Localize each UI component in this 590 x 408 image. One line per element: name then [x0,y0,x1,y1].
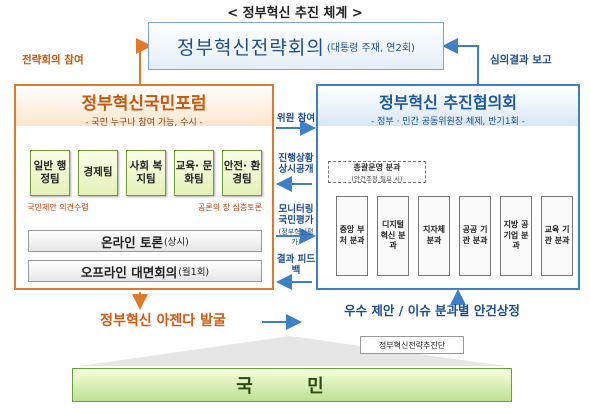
people-triangle [80,336,505,366]
council-header: 정부혁신 추진협의회 - 정부 · 민간 공동위원장 체제, 반기1회 - [318,86,578,127]
label-monitoring-sub: (정부혁신평가) [278,228,314,246]
label-commissioner-participation: 위원 참여 [276,113,316,124]
online-debate-label: 온라인 토론 [101,234,163,250]
team-general-admin: 일반 행정팀 [30,150,70,196]
citizens-bar: 국 민 [72,368,512,402]
offline-meeting-detail: (월1회) [178,267,210,278]
team-economy: 경제팀 [78,150,118,196]
offline-meeting-bar: 오프라인 대면회의 (월1회) [28,260,262,282]
council-name: 정부혁신 추진협의회 [378,93,518,112]
arrow-forum-to-summit [136,38,152,84]
diagram-title: < 정부혁신 추진 체계 > [227,6,363,21]
offline-meeting-label: 오프라인 대면회의 [80,264,178,280]
forum-header: 정부혁신국민포럼 - 국민 누구나 참여 가능, 수시 - [16,86,272,128]
team-social-welfare: 사회 복지팀 [126,150,166,196]
label-monitoring-evaluation: 모니터링 국민평가 [278,204,314,227]
summit-box: 정부혁신전략회의 (대통령 주재, 연2회) [148,22,444,70]
summit-detail: (대통령 주재, 연2회) [326,42,415,54]
strategy-support-team: 정부혁신전략추진단 [360,336,464,354]
subcommittee-education-institutions: 교육 기관 분과 [541,196,573,276]
label-deliberation-report: 심의결과 보고 [490,54,552,66]
subcommittee-digital-innovation: 디지털 혁신 분과 [377,196,409,276]
coordination-subcommittee: 총괄운영 분과 (안건조정 필요 시) [328,161,426,183]
agenda-discovery: 정부혁신 아젠다 발굴 [100,313,226,329]
forum-name: 정부혁신국민포럼 [81,94,207,114]
subcommittee-central-ministries: 중앙 부처 분과 [336,196,368,276]
online-debate-bar: 온라인 토론 (상시) [28,230,262,252]
forum-left-note: 국민제안 의견수렴 [27,203,89,212]
proposal-submission: 우수 제안 / 이슈 분과별 안건상정 [344,303,520,318]
subcommittee-local-public-enterprises: 지방 공기업 분과 [500,196,532,276]
arrow-council-to-summit [442,38,479,84]
team-education-culture: 교육· 문화팀 [174,150,214,196]
forum-slogan: - 국민 누구나 참여 가능, 수시 - [85,118,203,128]
coordination-sub: (안건조정 필요 시) [351,175,403,183]
council-desc: - 정부 · 민간 공동위원장 체제, 반기1회 - [371,117,525,127]
online-debate-detail: (상시) [163,237,189,248]
subcommittee-local-government: 지자체 분과 [418,196,450,276]
label-result-feedback: 결과 피드백 [276,254,316,277]
label-progress-disclosure: 진행상황 상시공개 [278,153,314,176]
summit-name: 정부혁신전략회의 [177,36,325,59]
team-safety-environment: 안전· 환경팀 [222,150,262,196]
forum-right-note: 공론의 장 심층토론 [198,203,262,212]
subcommittee-public-institutions: 공공 기관 분과 [459,196,491,276]
coordination-label: 총괄운영 분과 [353,163,401,172]
label-strategy-participation: 전략회의 참여 [22,54,84,66]
